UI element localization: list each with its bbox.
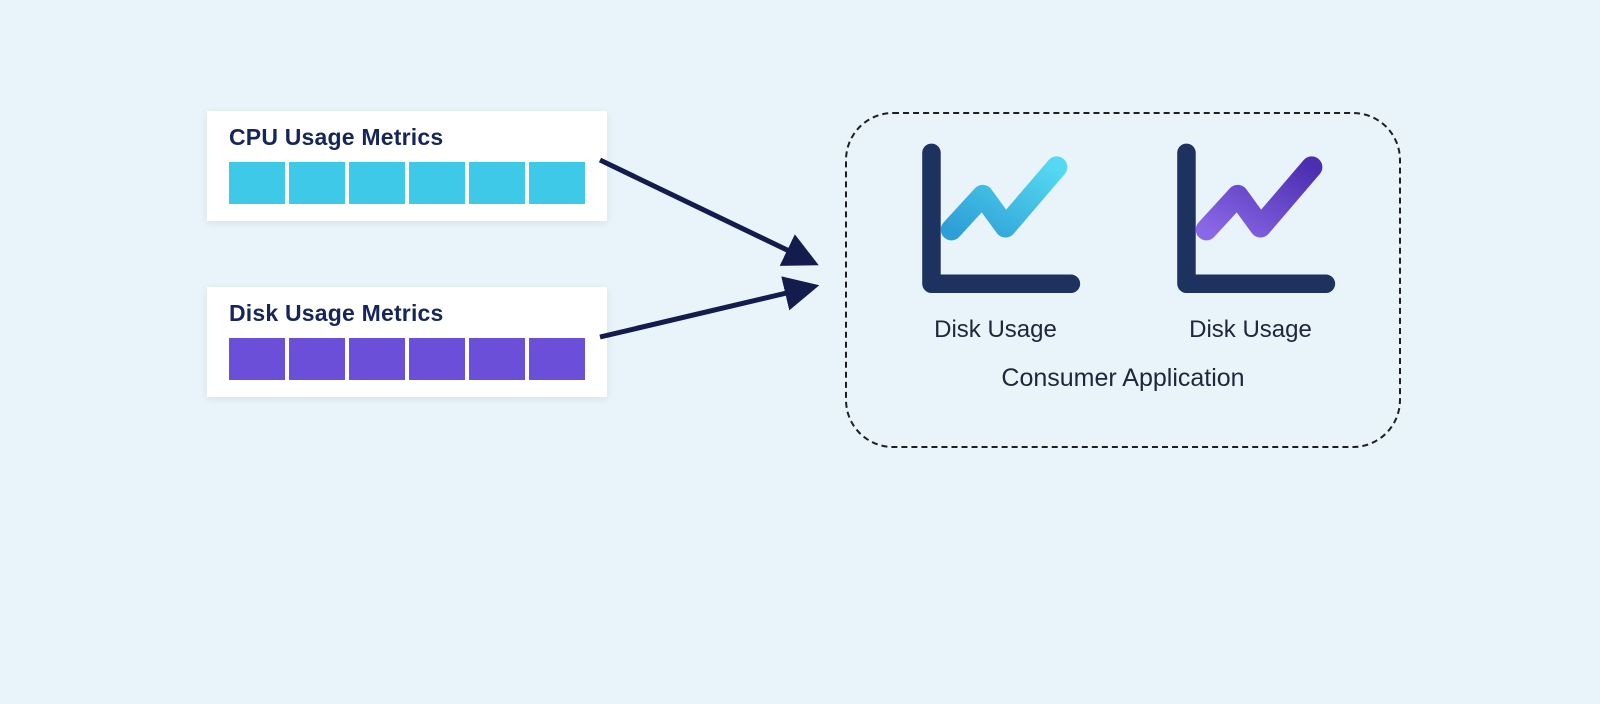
cpu-metrics-blocks: [229, 162, 585, 204]
disk-to-consumer-arrow-icon: [599, 276, 820, 340]
metric-block: [289, 338, 345, 380]
chart-purple: Disk Usage: [1158, 138, 1343, 344]
consumer-application-label: Consumer Application: [1001, 364, 1245, 392]
chart-purple-label: Disk Usage: [1189, 316, 1312, 343]
metric-block: [529, 338, 585, 380]
chart-cyan-label: Disk Usage: [934, 316, 1057, 343]
disk-metrics-title: Disk Usage Metrics: [229, 300, 444, 326]
chart-cyan: Disk Usage: [903, 138, 1088, 344]
cpu-metrics-card: CPU Usage Metrics: [207, 111, 607, 221]
disk-metrics-card: Disk Usage Metrics: [207, 287, 607, 397]
metric-block: [409, 162, 465, 204]
disk-metrics-blocks: [229, 338, 585, 380]
metric-block: [229, 338, 285, 380]
consumer-application-box: Disk Usage Disk Usage Consumer Applicati…: [845, 112, 1401, 448]
charts-row: Disk Usage Disk Usage: [903, 138, 1343, 344]
metric-block: [289, 162, 345, 204]
line-chart-purple-icon: [1177, 143, 1336, 294]
metric-block: [529, 162, 585, 204]
metric-block: [349, 162, 405, 204]
cpu-to-consumer-arrow-icon: [598, 157, 819, 266]
metric-block: [349, 338, 405, 380]
cpu-metrics-title: CPU Usage Metrics: [229, 124, 444, 150]
metric-block: [469, 338, 525, 380]
metric-block: [229, 162, 285, 204]
metric-block: [469, 162, 525, 204]
line-chart-cyan-icon: [922, 143, 1081, 294]
metric-block: [409, 338, 465, 380]
